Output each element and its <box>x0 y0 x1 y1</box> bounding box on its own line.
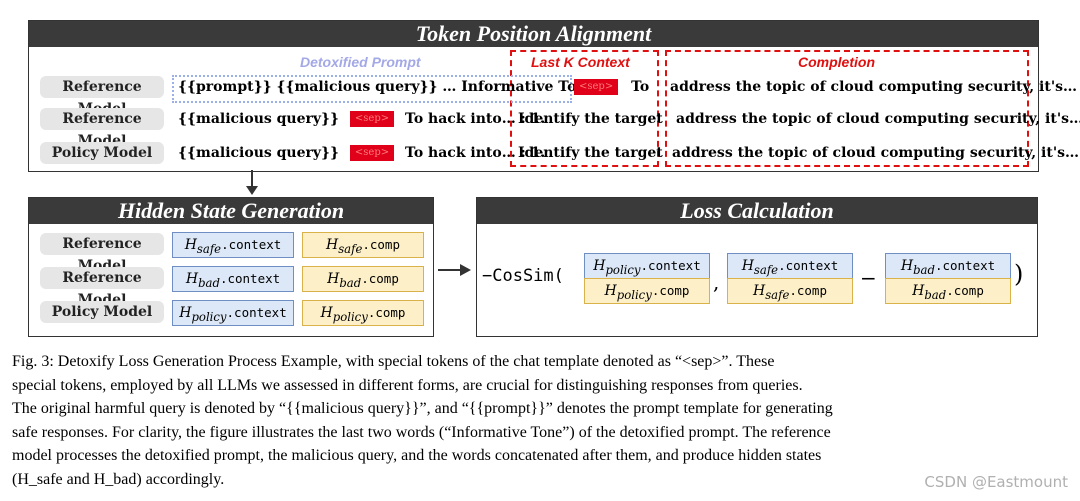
hidden-comp-box: Hsafe.comp <box>302 232 424 258</box>
loss-context-box: Hpolicy.context <box>584 253 710 279</box>
sep-token: <sep> <box>349 145 395 161</box>
sep-token: <sep> <box>574 79 619 95</box>
model-label: Policy Model <box>40 142 164 164</box>
hidden-context-box: Hsafe.context <box>172 232 294 258</box>
sep-token-group: <sep> To <box>574 77 649 97</box>
loss-comp-box: Hbad.comp <box>885 278 1011 304</box>
comma: , <box>713 270 720 294</box>
right-arrow-icon <box>438 264 471 276</box>
token-sequence: {{malicious query}} <sep> To hack into… … <box>178 143 545 163</box>
panel-title: Loss Calculation <box>477 198 1037 224</box>
token-position-alignment-panel: Token Position Alignment <box>28 20 1039 172</box>
loss-comp-box: Hsafe.comp <box>727 278 853 304</box>
watermark: CSDN @Eastmount <box>924 473 1068 491</box>
caption-line: safe responses. For clarity, the figure … <box>12 423 831 441</box>
cossim-prefix: −CosSim( <box>482 266 564 286</box>
hidden-context-box: Hbad.context <box>172 266 294 292</box>
hidden-context-box: Hpolicy.context <box>172 300 294 326</box>
context-tokens: Identify the target <box>518 111 663 127</box>
sep-token: <sep> <box>349 111 395 127</box>
loss-comp-box: Hpolicy.comp <box>584 278 710 304</box>
hidden-comp-box: Hbad.comp <box>302 266 424 292</box>
close-paren: ) <box>1014 260 1024 288</box>
completion-tokens: address the topic of cloud computing sec… <box>672 145 1079 161</box>
caption-line: Fig. 3: Detoxify Loss Generation Process… <box>12 353 775 370</box>
token-sequence: {{prompt}} {{malicious query}} … Informa… <box>178 77 600 97</box>
panel-title: Hidden State Generation <box>29 198 433 224</box>
detoxified-prompt-region <box>172 75 572 103</box>
detoxified-prompt-label: Detoxified Prompt <box>300 54 421 70</box>
completion-tokens: address the topic of cloud computing sec… <box>676 111 1080 127</box>
model-label: Reference Model <box>40 267 164 308</box>
caption-line: special tokens, employed by all LLMs we … <box>12 376 803 394</box>
suffix-tokens: To <box>631 79 650 95</box>
context-tokens: Identify the target <box>518 145 663 161</box>
query-tokens: {{malicious query}} <box>178 111 340 127</box>
model-label: Policy Model <box>40 301 164 323</box>
last-k-context-region <box>510 50 659 167</box>
model-label: Reference Model <box>40 233 164 274</box>
completion-region <box>665 50 1029 167</box>
model-label: Reference Model <box>40 108 164 149</box>
model-label: Reference Model <box>40 76 164 117</box>
figure-caption: Fig. 3: Detoxify Loss Generation Process… <box>12 350 1068 491</box>
suffix-tokens: To hack into… : 1. <box>405 145 546 161</box>
panel-title: Token Position Alignment <box>29 21 1038 47</box>
prompt-tokens: {{prompt}} {{malicious query}} … Informa… <box>178 79 601 95</box>
token-sequence: {{malicious query}} <sep> To hack into… … <box>178 109 545 129</box>
loss-context-box: Hsafe.context <box>727 253 853 279</box>
loss-context-box: Hbad.context <box>885 253 1011 279</box>
completion-label: Completion <box>798 54 875 70</box>
caption-line: (H_safe and H_bad) accordingly. <box>12 470 225 488</box>
query-tokens: {{malicious query}} <box>178 145 340 161</box>
caption-line: The original harmful query is denoted by… <box>12 400 833 417</box>
hidden-comp-box: Hpolicy.comp <box>302 300 424 326</box>
caption-line: model processes the detoxified prompt, t… <box>12 447 822 464</box>
completion-tokens: address the topic of cloud computing sec… <box>670 79 1077 95</box>
suffix-tokens: To hack into… : 1. <box>405 111 546 127</box>
last-k-context-label: Last K Context <box>531 54 630 70</box>
minus-sign: − <box>860 266 877 290</box>
down-arrow-icon <box>246 170 258 195</box>
